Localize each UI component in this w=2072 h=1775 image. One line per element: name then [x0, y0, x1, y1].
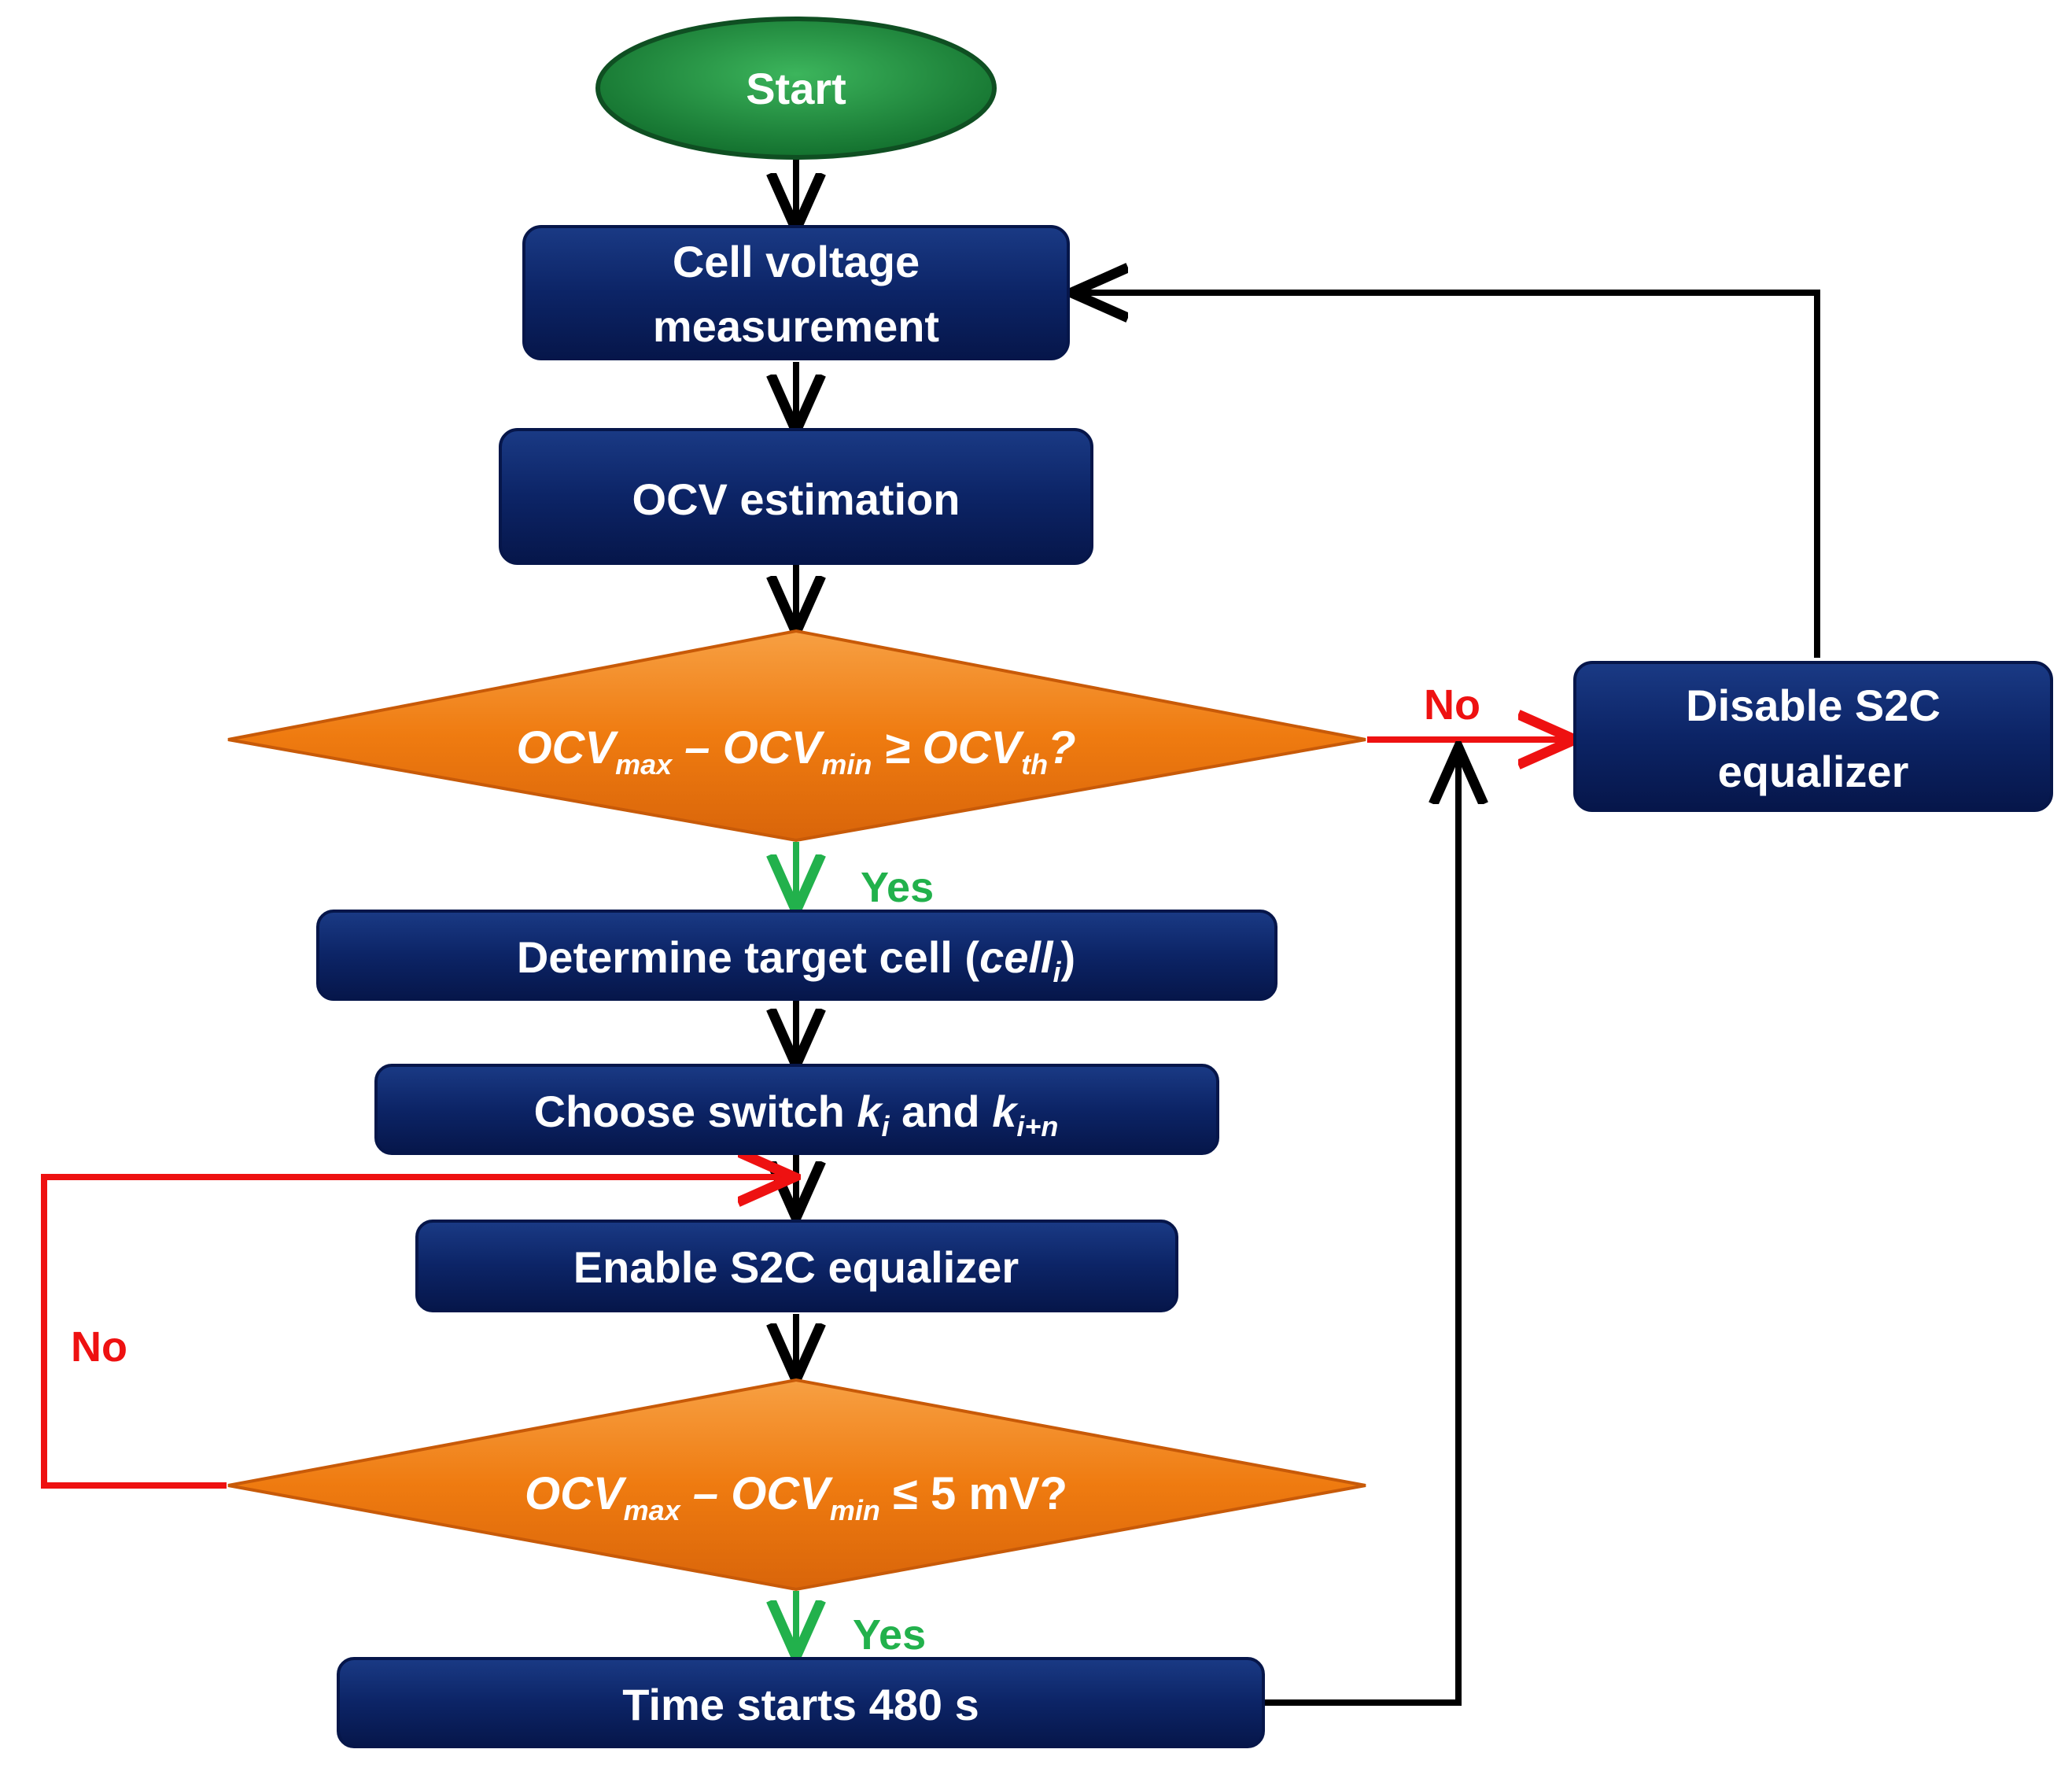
choose-switch-label: Choose switch ki and ki+n — [534, 1087, 1059, 1142]
disable-equalizer-label-line1: Disable S2C — [1686, 681, 1941, 730]
decision1-condition: OCVmax – OCVmin ≥ OCVth? — [516, 722, 1075, 780]
no-label-decision2: No — [71, 1323, 127, 1371]
cell-voltage-label-line2: measurement — [653, 301, 939, 351]
determine-target-label: Determine target cell (celli) — [517, 932, 1075, 988]
choose-switch-box: Choose switch ki and ki+n — [374, 1064, 1219, 1155]
start-terminal: Start — [595, 17, 997, 160]
decision2-condition: OCVmax – OCVmin ≤ 5 mV? — [525, 1468, 1067, 1526]
no-label-decision1: No — [1424, 681, 1480, 729]
enable-equalizer-label: Enable S2C equalizer — [573, 1242, 1019, 1292]
arrow-time-back-to-decision1-no — [1265, 754, 1458, 1706]
decision2-diamond: OCVmax – OCVmin ≤ 5 mV? — [227, 1378, 1366, 1592]
arrow-disable-to-cell-voltage — [1078, 293, 1820, 658]
arrow-decision2-no-loop — [41, 1177, 788, 1489]
decision1-diamond: OCVmax – OCVmin ≥ OCVth? — [227, 629, 1366, 843]
disable-equalizer-box: Disable S2C equalizer — [1573, 661, 2053, 812]
cell-voltage-box: Cell voltage measurement — [522, 225, 1070, 360]
connectors — [41, 157, 1820, 1706]
time-starts-box: Time starts 480 s — [337, 1657, 1265, 1748]
time-starts-label: Time starts 480 s — [622, 1680, 979, 1729]
yes-label-decision1: Yes — [861, 864, 934, 911]
enable-equalizer-box: Enable S2C equalizer — [415, 1220, 1178, 1312]
ocv-estimation-label: OCV estimation — [632, 474, 960, 524]
disable-equalizer-label-line2: equalizer — [1718, 747, 1909, 796]
yes-label-decision2: Yes — [853, 1611, 926, 1659]
start-label: Start — [746, 64, 846, 113]
cell-voltage-label-line1: Cell voltage — [673, 237, 920, 286]
ocv-estimation-box: OCV estimation — [499, 428, 1093, 565]
determine-target-box: Determine target cell (celli) — [316, 910, 1277, 1001]
